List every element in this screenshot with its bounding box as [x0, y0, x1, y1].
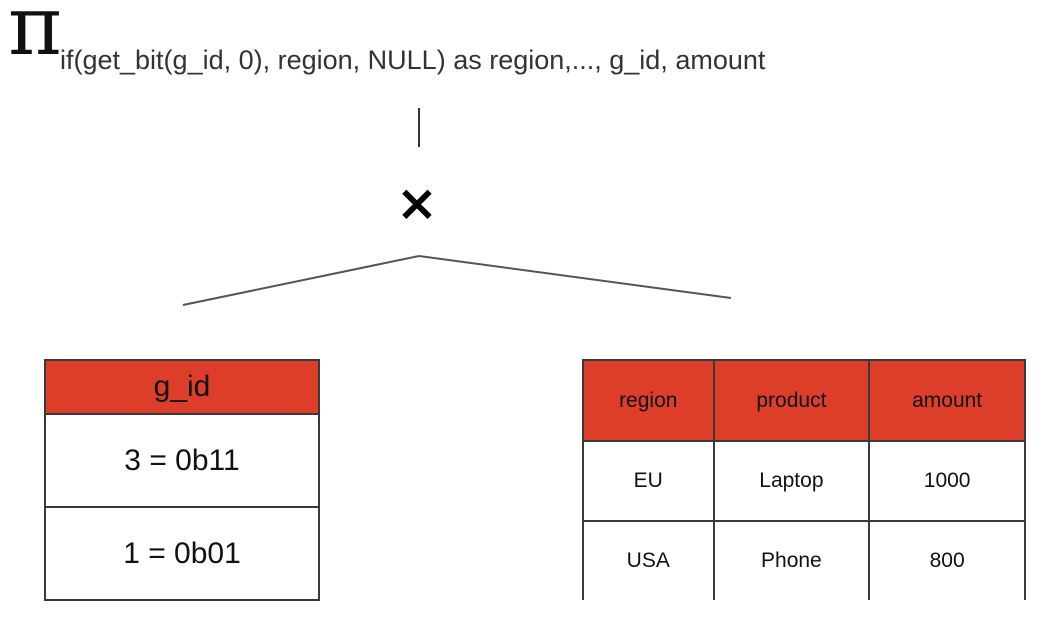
- data-table: region product amount EU Laptop 1000 USA…: [582, 359, 1026, 600]
- region-cell: USA: [582, 520, 715, 600]
- pi-symbol: π: [8, 0, 62, 74]
- region-cell: EU: [582, 440, 715, 522]
- gid-table: g_id 3 = 0b11 1 = 0b01: [44, 359, 320, 601]
- gid-cell: 1 = 0b01: [44, 506, 320, 601]
- product-cell: Phone: [712, 520, 871, 600]
- table-row: 1 = 0b01: [44, 506, 320, 601]
- gid-cell: 3 = 0b11: [44, 413, 320, 508]
- table-row: 3 = 0b11: [44, 413, 320, 508]
- column-header-amount: amount: [868, 359, 1026, 442]
- column-header-region: region: [582, 359, 715, 442]
- table-header-row: region product amount: [582, 359, 1026, 442]
- join-to-right-line: [418, 255, 732, 299]
- cross-join-symbol: ×: [396, 174, 438, 232]
- gid-table-header: g_id: [44, 359, 320, 415]
- amount-cell: 800: [868, 520, 1026, 600]
- table-row: USA Phone 800: [582, 520, 1026, 600]
- column-header-product: product: [712, 359, 871, 442]
- amount-cell: 1000: [868, 440, 1026, 522]
- table-row: EU Laptop 1000: [582, 440, 1026, 522]
- join-to-left-line: [182, 255, 420, 306]
- projection-subscript: if(get_bit(g_id, 0), region, NULL) as re…: [60, 45, 766, 75]
- product-cell: Laptop: [712, 440, 871, 522]
